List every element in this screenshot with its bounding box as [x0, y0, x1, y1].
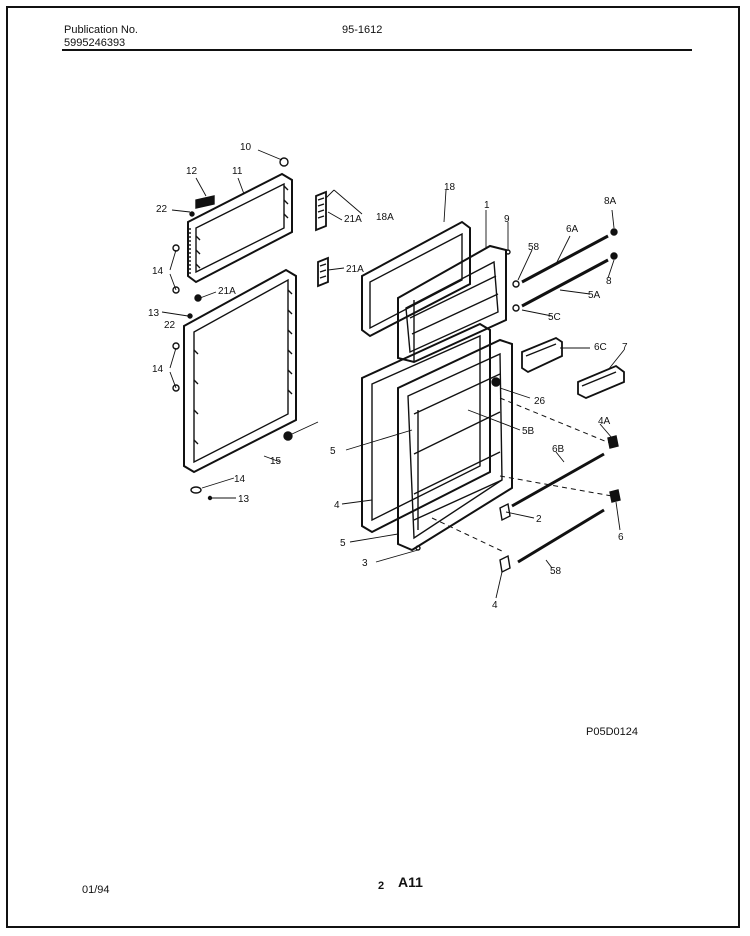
callout-label: 8A: [604, 196, 617, 207]
callout-label: 5A: [588, 290, 601, 301]
model-code: 95-1612: [342, 24, 383, 36]
callout-label: 18A: [376, 212, 394, 223]
callout-label: 3: [362, 558, 368, 569]
callout-label: 2: [536, 514, 542, 525]
footer-section: A11: [398, 874, 423, 890]
callout-label: 11: [232, 166, 243, 177]
callout-label: 58: [550, 566, 562, 577]
callout-label: 1: [484, 200, 490, 211]
fresh-food-door-liner: [397, 338, 513, 552]
callout-label: 14: [234, 474, 246, 485]
callout-label: 4: [334, 500, 340, 511]
callout-label: 6B: [552, 444, 565, 455]
publication-number: 5995246393: [64, 37, 126, 49]
dashed-alignment-lines: [431, 397, 613, 553]
callout-label: 6A: [566, 224, 579, 235]
callout-label: 18: [444, 182, 456, 193]
diagram-code: P05D0124: [586, 726, 638, 738]
callout-label: 9: [504, 214, 510, 225]
door-handle-trim-18: [317, 256, 329, 288]
callout-label: 13: [148, 308, 160, 319]
callout-label: 5B: [522, 426, 535, 437]
freezer-door-gasket: [187, 172, 293, 284]
page-frame: [6, 6, 740, 928]
shelf-tray: [577, 364, 625, 399]
callout-label: 5: [340, 538, 346, 549]
freezer-door-liner: [397, 244, 507, 364]
dairy-bin: [521, 336, 563, 374]
rail-fittings: [415, 377, 621, 574]
freezer-inner-panel: [361, 220, 471, 338]
callout-label: 21A: [344, 214, 362, 225]
callout-label: 21A: [218, 286, 236, 297]
callout-label: 21A: [346, 264, 364, 275]
callout-label: 58: [528, 242, 540, 253]
footer-page-number: 2: [378, 880, 385, 892]
callout-label: 10: [240, 142, 252, 153]
publication-label: Publication No.: [64, 24, 138, 36]
footer-date: 01/94: [82, 884, 110, 896]
callout-label: 22: [156, 204, 168, 215]
callout-label: 22: [164, 320, 176, 331]
callout-label: 14: [152, 364, 164, 375]
callout-label: 4: [492, 600, 498, 611]
callout-label: 5: [330, 446, 336, 457]
header-rule: [62, 49, 692, 51]
fresh-food-door-gasket: [183, 268, 297, 474]
callout-label: 26: [534, 396, 546, 407]
fresh-food-inner-panel: [361, 322, 491, 534]
callout-label: 6C: [594, 342, 607, 353]
lower-shelf-rails: [511, 452, 605, 564]
callout-label: 7: [622, 342, 628, 353]
callout-label: 13: [238, 494, 250, 505]
callout-label: 4A: [598, 416, 611, 427]
callout-label: 15: [270, 456, 282, 467]
door-handle-trim-18a: [315, 190, 327, 232]
leader-lines: [161, 149, 625, 599]
callout-label: 12: [186, 166, 198, 177]
callout-label: 8: [606, 276, 612, 287]
callout-label: 14: [152, 266, 164, 277]
shelf-rails: [521, 234, 609, 308]
callout-label: 6: [618, 532, 624, 543]
callout-label: 5C: [548, 312, 561, 323]
